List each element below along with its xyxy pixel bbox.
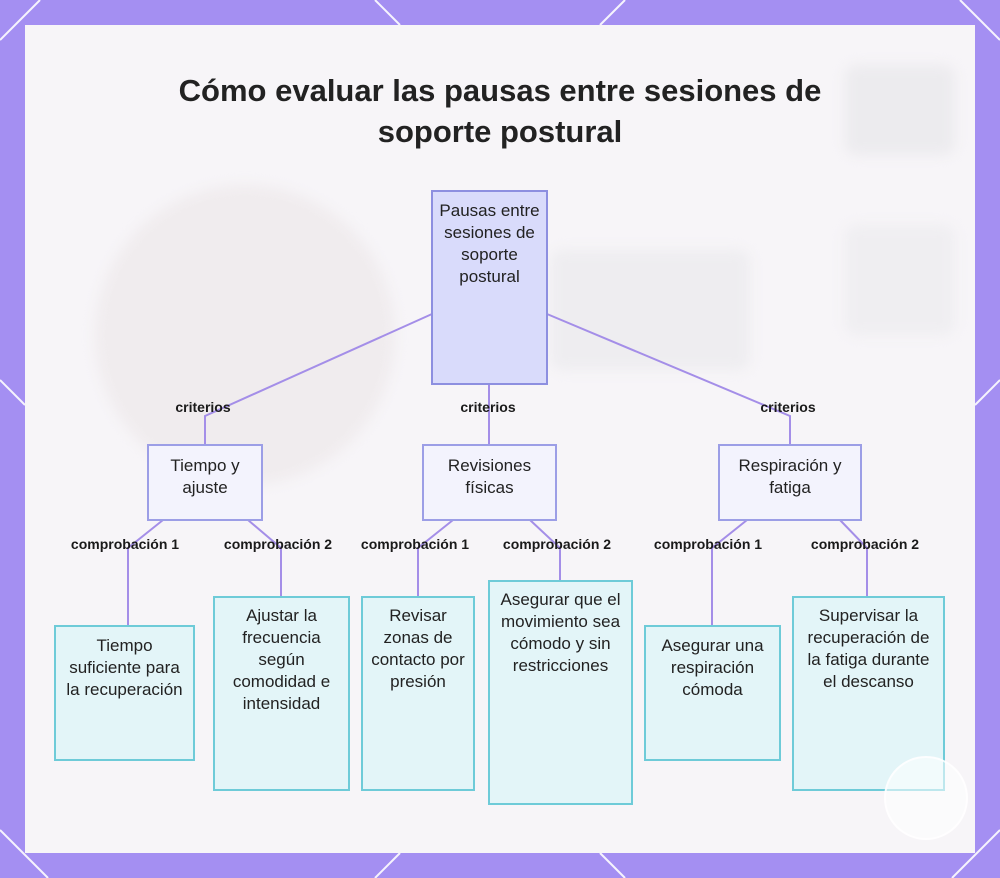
root-node-label: Pausas entre sesiones de soporte postura… <box>439 201 540 286</box>
criteria-node-label: Revisiones físicas <box>447 456 532 497</box>
check-node-label: Revisar zonas de contacto por presión <box>371 606 465 691</box>
edge-label-criterios: criterios <box>760 399 816 415</box>
criteria-node-revisiones: Revisiones físicas <box>422 444 557 521</box>
edge-label-check-2: comprobación 2 <box>223 536 333 552</box>
check-node-label: Supervisar la recuperación de la fatiga … <box>807 606 930 691</box>
background-blur-shape <box>845 65 955 155</box>
background-blur-shape <box>550 250 750 370</box>
check-node: Tiempo suficiente para la recuperación <box>54 625 195 761</box>
background-blur-shape <box>845 225 955 335</box>
edge-label-check-1: comprobación 1 <box>653 536 763 552</box>
check-node-label: Asegurar una respiración cómoda <box>661 636 764 699</box>
edge-label-check-2: comprobación 2 <box>810 536 920 552</box>
criteria-node-tiempo: Tiempo y ajuste <box>147 444 263 521</box>
edge-label-check-1: comprobación 1 <box>70 536 180 552</box>
background-blur-shape <box>95 185 395 485</box>
criteria-node-label: Respiración y fatiga <box>738 456 842 497</box>
root-node: Pausas entre sesiones de soporte postura… <box>431 190 548 385</box>
check-node: Asegurar una respiración cómoda <box>644 625 781 761</box>
criteria-node-respiracion: Respiración y fatiga <box>718 444 862 521</box>
check-node-label: Asegurar que el movimiento sea cómodo y … <box>500 590 621 675</box>
edge-label-criterios: criterios <box>175 399 231 415</box>
edge-label-check-2: comprobación 2 <box>502 536 612 552</box>
edge-label-criterios: criterios <box>460 399 516 415</box>
check-node: Revisar zonas de contacto por presión <box>361 596 475 791</box>
edge-label-check-1: comprobación 1 <box>360 536 470 552</box>
criteria-node-label: Tiempo y ajuste <box>170 456 240 497</box>
corner-badge <box>884 756 968 840</box>
page-title: Cómo evaluar las pausas entre sesiones d… <box>178 73 822 149</box>
check-node-label: Tiempo suficiente para la recuperación <box>66 636 183 699</box>
check-node: Ajustar la frecuencia según comodidad e … <box>213 596 350 791</box>
check-node: Asegurar que el movimiento sea cómodo y … <box>488 580 633 805</box>
check-node-label: Ajustar la frecuencia según comodidad e … <box>232 606 331 713</box>
